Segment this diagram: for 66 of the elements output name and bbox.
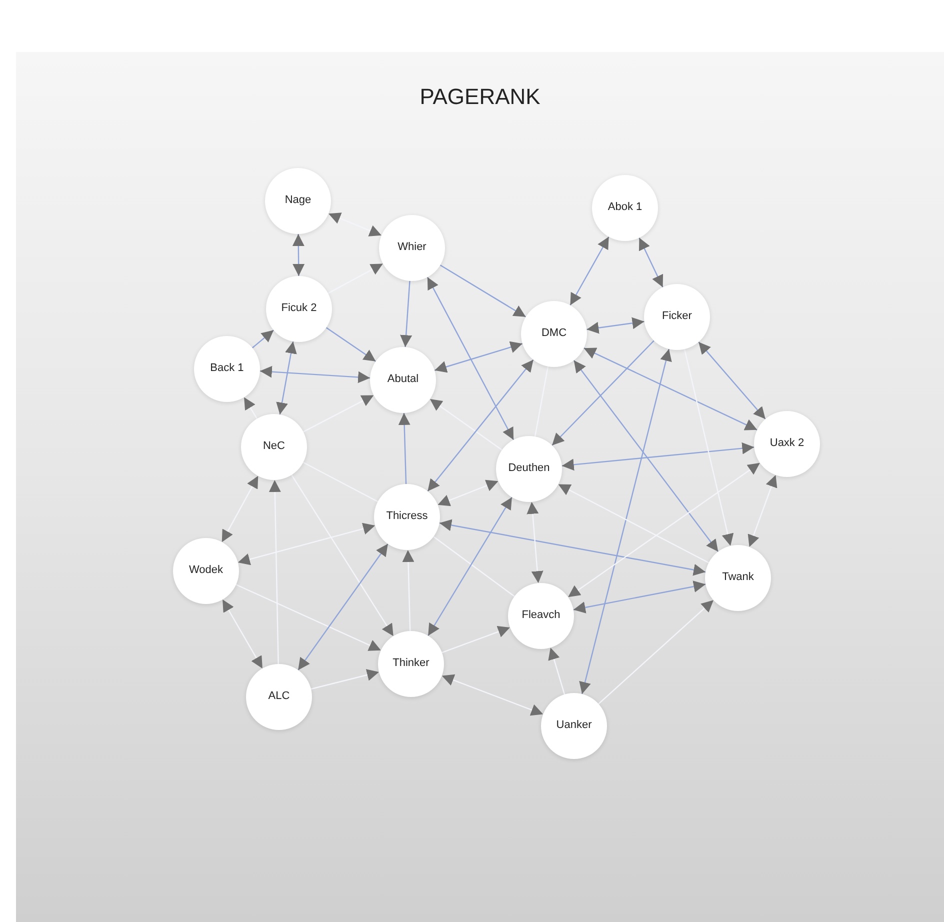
title: PAGERANK (418, 83, 542, 111)
node-label: Twank (722, 571, 754, 585)
node-label: Nage (284, 194, 312, 208)
arrow (598, 600, 714, 704)
arrow (552, 340, 654, 446)
node-label: Ficuk 2 (281, 302, 317, 316)
arrow (222, 599, 263, 669)
arrow (260, 366, 370, 384)
arrow (548, 647, 566, 695)
arrow (398, 412, 410, 484)
arrow (244, 396, 258, 420)
node-label: Abutal (387, 373, 419, 387)
arrow (748, 474, 778, 548)
arrow (238, 522, 376, 566)
arrow (439, 519, 706, 576)
arrow (252, 330, 274, 348)
arrow (268, 480, 281, 664)
node-label: Wodek (188, 564, 224, 578)
arrow (328, 212, 382, 236)
arrow (526, 502, 544, 584)
arrow (276, 341, 297, 415)
arrow (579, 348, 672, 694)
arrow (586, 317, 644, 334)
arrow (684, 349, 734, 546)
node-label: ALC (268, 690, 290, 704)
node-label: Ficker (662, 310, 692, 324)
arrow (430, 398, 502, 450)
arrow (236, 584, 382, 651)
arrow (570, 236, 610, 306)
node-label: Fleavch (522, 609, 560, 623)
arrow (426, 276, 514, 440)
arrow (292, 234, 305, 276)
arrow (442, 674, 544, 716)
arrow (437, 480, 499, 506)
arrow (440, 264, 526, 318)
arrow (434, 341, 523, 373)
arrow (573, 360, 719, 552)
node-label: Whier (398, 241, 426, 255)
arrow (298, 544, 388, 670)
node-label: NeC (262, 440, 285, 454)
node-label: Thinker (392, 657, 430, 671)
arrow (400, 280, 412, 348)
arrow (442, 626, 510, 654)
node-label: Thicress (386, 510, 428, 524)
arrow (573, 580, 706, 614)
arrow (303, 394, 374, 432)
arrow (427, 359, 534, 492)
arrow (584, 348, 758, 430)
arrow (291, 474, 394, 636)
node-label: Deuthen (508, 462, 550, 476)
node-label: Abok 1 (608, 201, 642, 215)
arrow (402, 550, 414, 632)
node-label: DMC (541, 327, 567, 341)
arrow (562, 442, 754, 471)
node-label: Uanker (556, 719, 592, 733)
arrow (310, 669, 380, 690)
node-label: Uaxk 2 (770, 437, 804, 451)
arrow (698, 342, 766, 420)
arrow (428, 496, 512, 636)
arrow (326, 327, 376, 362)
node-label: Back 1 (210, 362, 244, 376)
arrow (568, 462, 760, 598)
arrow (221, 476, 259, 542)
arrow (638, 238, 664, 288)
arrow (328, 263, 384, 294)
arrow (558, 484, 710, 564)
